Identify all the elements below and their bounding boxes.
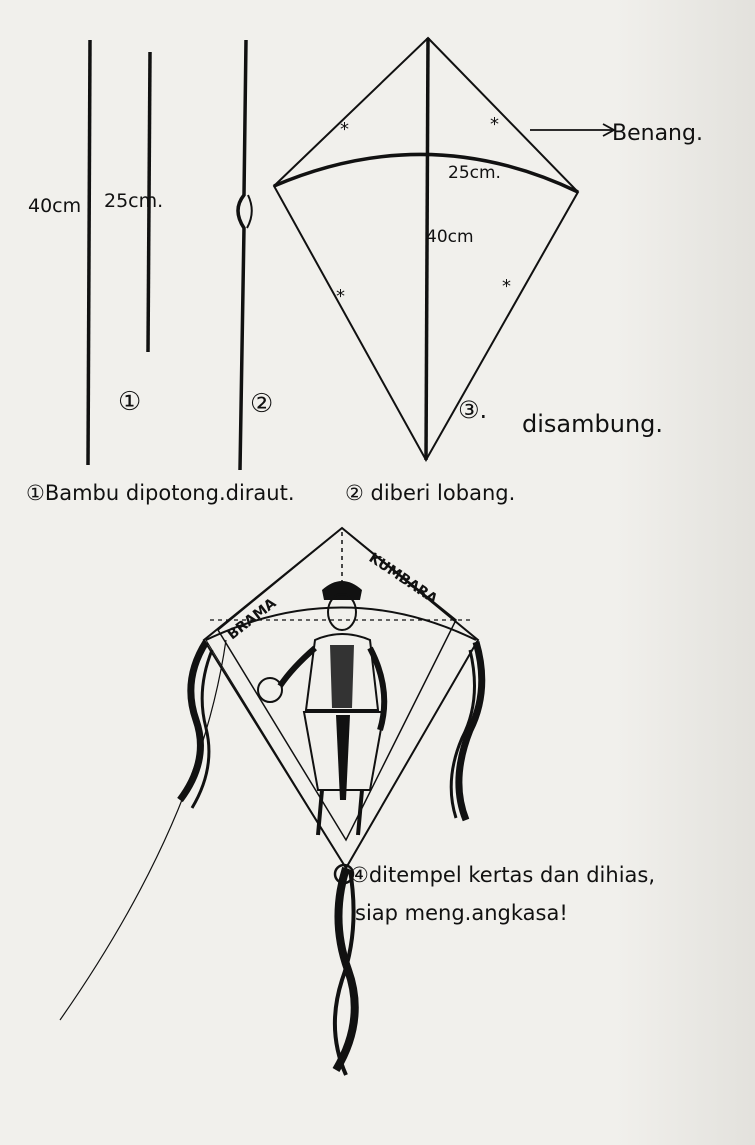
step3-caption: disambung. bbox=[522, 410, 663, 438]
step3-number: ③. bbox=[458, 396, 487, 424]
caption-step1: ①Bambu dipotong.diraut. bbox=[26, 481, 295, 505]
string-marker: * bbox=[340, 119, 349, 140]
label-benang: Benang. bbox=[612, 121, 703, 146]
string-marker: * bbox=[502, 276, 511, 297]
caption-row: ①Bambu dipotong.diraut. ② diberi lobang. bbox=[26, 481, 515, 505]
step1-bamboo-sticks: 40cm 25cm. ① bbox=[28, 40, 163, 465]
step3-kite-frame: * * * * Benang. 25cm. 40cm ③. disambung. bbox=[274, 38, 703, 460]
label-40cm-frame: 40cm bbox=[426, 227, 474, 247]
step4-decorated-kite: BRAMA KUMBARA bbox=[60, 528, 655, 1075]
banner-kumbara: KUMBARA bbox=[366, 550, 441, 608]
bamboo-stick-with-hole bbox=[238, 40, 246, 470]
figure-headdress bbox=[322, 581, 362, 600]
label-25cm-frame: 25cm. bbox=[448, 163, 501, 183]
label-25cm: 25cm. bbox=[104, 190, 163, 212]
string-marker: * bbox=[490, 114, 499, 135]
step2-number: ② bbox=[250, 389, 273, 419]
label-40cm: 40cm bbox=[28, 195, 81, 217]
kite-spine bbox=[426, 38, 428, 460]
left-tail bbox=[180, 642, 206, 800]
step1-number: ① bbox=[118, 387, 141, 417]
step2-stick-with-hole: ② bbox=[238, 40, 273, 470]
figure-vest bbox=[330, 645, 354, 708]
step4-caption-line1: ④ditempel kertas dan dihias, bbox=[350, 863, 655, 887]
caption-step2: ② diberi lobang. bbox=[345, 481, 515, 505]
string-marker: * bbox=[336, 286, 345, 307]
bamboo-stick-40cm bbox=[88, 40, 90, 465]
step4-caption-line2: siap meng.angkasa! bbox=[355, 901, 568, 925]
figure-fist bbox=[258, 678, 282, 702]
figure-illustration bbox=[258, 581, 384, 835]
